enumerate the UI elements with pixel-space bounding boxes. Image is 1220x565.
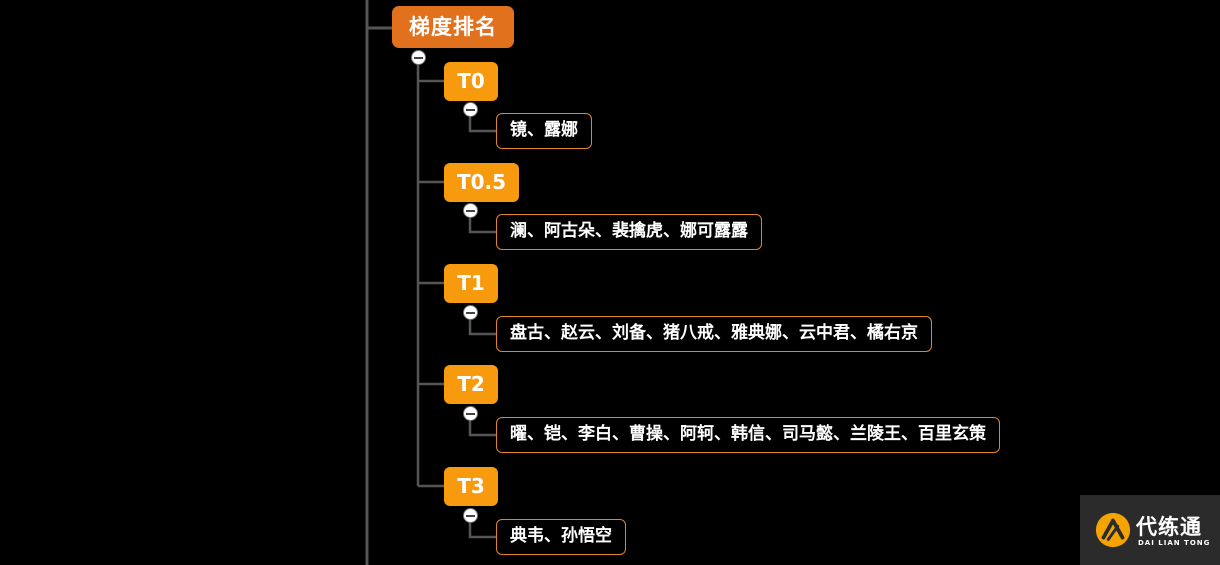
collapse-minus-icon[interactable]	[463, 508, 478, 523]
heroes-node-t0[interactable]: 镜、露娜	[496, 113, 592, 149]
tier-node-t0-5[interactable]: T0.5	[444, 163, 520, 202]
collapse-minus-icon[interactable]	[463, 406, 478, 421]
tier-node-t0[interactable]: T0	[444, 62, 498, 101]
root-node[interactable]: 梯度排名	[392, 6, 514, 48]
tier-node-t3[interactable]: T3	[444, 467, 498, 506]
heroes-node-t1[interactable]: 盘古、赵云、刘备、猪八戒、雅典娜、云中君、橘右京	[496, 316, 932, 352]
tier-node-t1[interactable]: T1	[444, 264, 498, 303]
logo-mark-icon	[1095, 512, 1131, 548]
collapse-minus-icon[interactable]	[463, 203, 478, 218]
tier-branch-lines	[418, 79, 444, 488]
tier-node-t2[interactable]: T2	[444, 365, 498, 404]
heroes-node-t3[interactable]: 典韦、孙悟空	[496, 519, 626, 555]
heroes-node-t0-5[interactable]: 澜、阿古朵、裴擒虎、娜可露露	[496, 214, 762, 250]
watermark-logo: 代练通 DAI LIAN TONG	[1080, 495, 1220, 565]
leaf-branch-lines	[468, 109, 496, 539]
collapse-minus-icon[interactable]	[411, 50, 426, 65]
watermark-subtitle: DAI LIAN TONG	[1138, 539, 1211, 547]
collapse-minus-icon[interactable]	[463, 102, 478, 117]
heroes-node-t2[interactable]: 曜、铠、李白、曹操、阿轲、韩信、司马懿、兰陵王、百里玄策	[496, 417, 1000, 453]
collapse-minus-icon[interactable]	[463, 305, 478, 320]
watermark-name: 代练通	[1136, 515, 1202, 539]
